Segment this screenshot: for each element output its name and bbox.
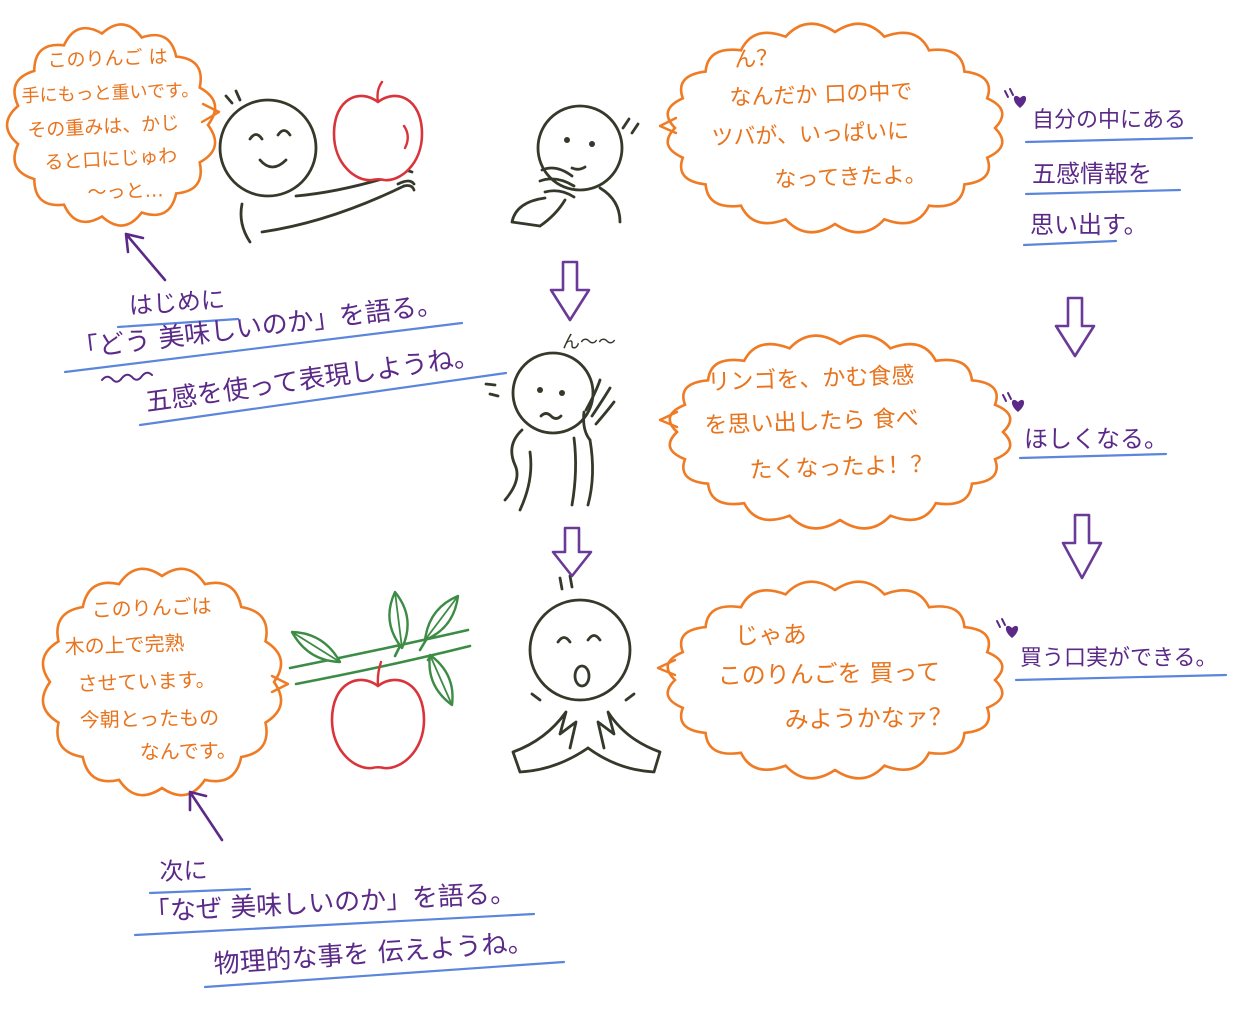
heart-icon [1011, 399, 1025, 412]
next-speech-line: なんです。 [139, 738, 237, 764]
figure-forearm [570, 436, 594, 507]
reaction-1-effect-line: 思い出す。 [1030, 211, 1148, 239]
leaf-icon [388, 590, 409, 650]
right-hand [586, 710, 662, 774]
next-speech-bubble [41, 567, 283, 797]
figure-arm [260, 174, 406, 234]
up-arrow-icon [124, 232, 167, 282]
accent-marks [1002, 392, 1012, 402]
next-speech-line: 今朝とったもの [79, 705, 220, 732]
reaction-1-speech-line: なってきたよ。 [774, 162, 928, 194]
sound-effect-text: ん〜〜 [562, 332, 616, 353]
motion-marks [484, 382, 500, 398]
apple-icon [332, 80, 424, 182]
figure-thinking [510, 104, 640, 228]
down-arrow-icon [551, 526, 593, 578]
reaction-1-effect-line: 五感情報を [1032, 160, 1152, 188]
smiling-eyes [248, 129, 292, 141]
next-instruction-heading: 次に [158, 856, 208, 887]
heart-icon [1013, 95, 1027, 108]
hand-on-cheek [582, 378, 616, 442]
figure-eye [564, 137, 570, 143]
motion-marks [621, 117, 640, 135]
intro-speech-line: 〜っと… [87, 179, 164, 205]
figure-remembering [484, 351, 616, 512]
figure-mouth [539, 412, 563, 420]
figure-eye [589, 141, 595, 147]
reaction-1-speech-bubble [666, 22, 1004, 234]
figure-head [528, 598, 632, 702]
branch [288, 628, 472, 686]
reaction-2-effect-line: ほしくなる。 [1024, 425, 1168, 453]
leaf-icon [423, 594, 460, 642]
hand-on-chin [538, 166, 576, 228]
left-hand [511, 710, 590, 774]
figure-shoulders [510, 186, 622, 228]
down-arrow-icon [549, 260, 591, 322]
down-arrow-icon [1054, 296, 1096, 358]
figure-surprised [511, 574, 662, 774]
figure-body [503, 428, 533, 512]
reaction-1-bubble-tail [658, 116, 678, 135]
reaction-1-effect-line: 自分の中にある [1032, 108, 1187, 133]
heart-icon [1005, 625, 1019, 638]
reaction-2-bubble-tail [658, 410, 679, 429]
next-bubble-tail [270, 674, 290, 694]
reaction-3-speech-bubble [666, 580, 1004, 780]
open-mouth [573, 664, 591, 688]
intro-speech-bubble [5, 23, 217, 227]
down-arrow-icon [1061, 513, 1103, 580]
reaction-3-effect-line: 買う口実ができる。 [1020, 646, 1218, 671]
apple-on-branch [288, 590, 472, 770]
reaction-3-speech-line: このりんごを 買って [717, 658, 941, 691]
up-arrow-icon [188, 790, 224, 842]
accent-marks [1004, 88, 1014, 98]
motion-marks [530, 692, 636, 702]
next-speech-line: このりんごは [91, 593, 212, 622]
underlines [63, 136, 1228, 989]
figure-head [536, 104, 624, 192]
leaf-icon [290, 630, 342, 664]
emphasis-squiggle [101, 371, 153, 383]
reaction-2-speech-bubble [668, 334, 1012, 530]
accent-marks [996, 618, 1006, 628]
next-speech-line: 木の上で完熟 [64, 630, 185, 659]
apple-icon [330, 660, 426, 770]
intro-bubble-tail [200, 102, 221, 124]
motion-marks [224, 89, 242, 105]
figure-mouth [570, 165, 587, 171]
reaction-3-bubble-tail [656, 658, 677, 677]
figure-body [239, 202, 252, 244]
figure-head [511, 351, 595, 435]
reaction-1-speech-line: ん？ [733, 45, 779, 74]
smile-mouth [258, 158, 288, 169]
motion-marks [558, 574, 574, 591]
reaction-3-speech-line: みようかなァ？ [784, 703, 953, 735]
next-speech-line: させています。 [77, 667, 216, 696]
figure-head [218, 98, 318, 198]
figure-eye [537, 387, 543, 393]
figure-eye [559, 390, 565, 396]
leaf-icon [428, 653, 454, 707]
reaction-3-speech-line: じゃあ [734, 620, 807, 651]
intro-speech-line: このりんご は [47, 45, 168, 73]
figure-eyes [556, 634, 602, 644]
